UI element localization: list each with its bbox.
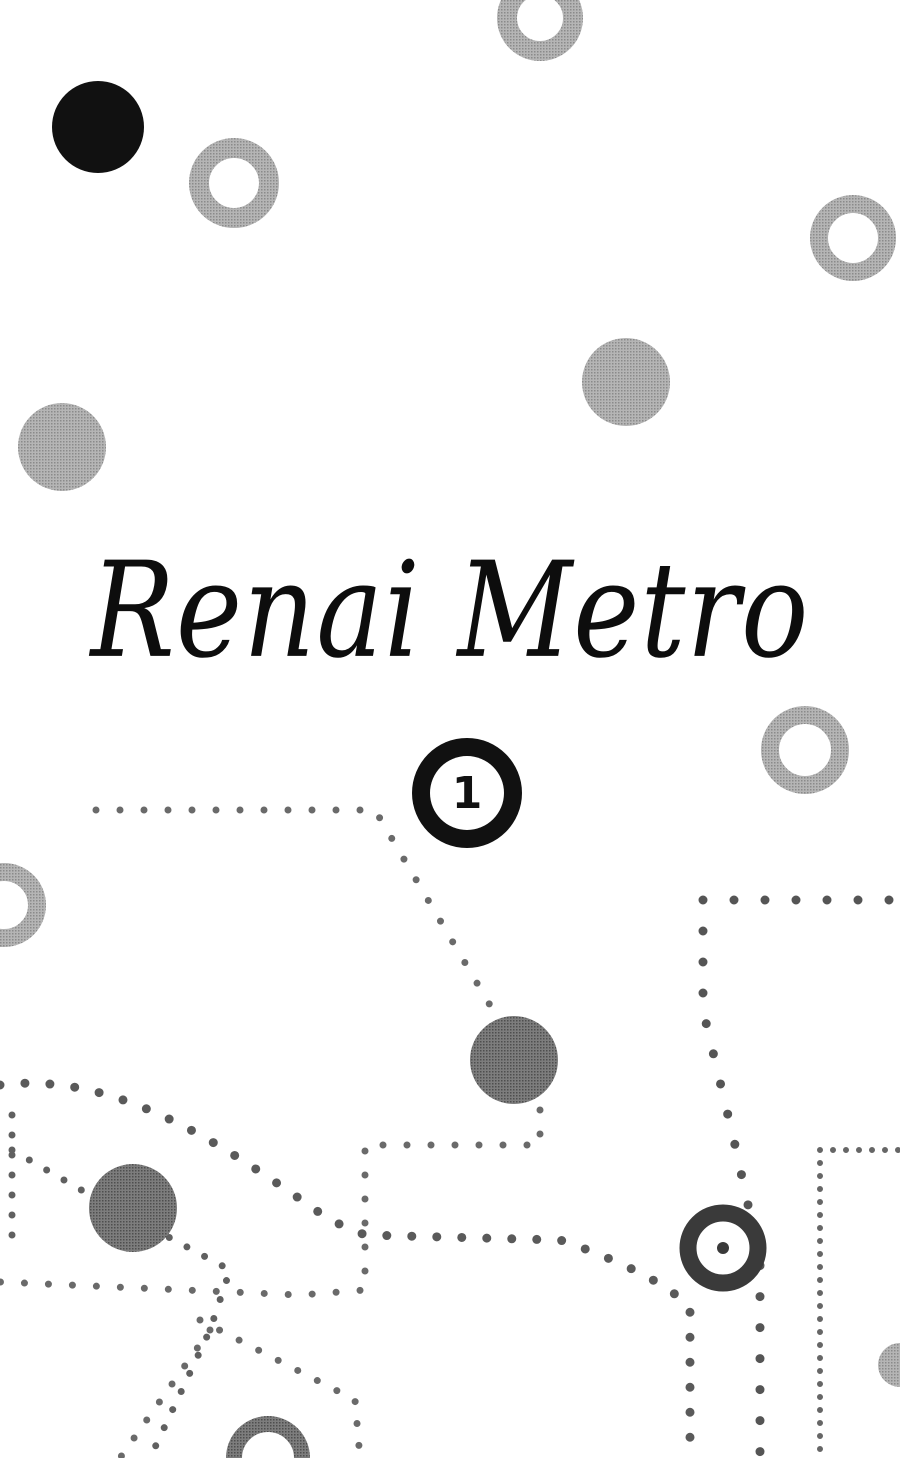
station-ring-center-dot (717, 1242, 729, 1254)
ring-left (189, 138, 279, 228)
gray-dot-left (18, 403, 106, 491)
volume-number: 1 (430, 756, 504, 830)
dotted-line-left-diagonal (8, 1111, 235, 1458)
dotted-line-lower (116, 1316, 364, 1458)
gray-dot-bottom-right-edge (878, 1343, 900, 1387)
dotted-line-curve (0, 1078, 695, 1458)
ring-top-center (497, 0, 583, 61)
ring-right (810, 195, 896, 281)
volume-badge: 1 (412, 738, 522, 848)
station-dot-middle (470, 1016, 558, 1104)
black-dot-top-left (52, 81, 144, 173)
dotted-line-right-frame (698, 895, 900, 1458)
ring-right-middle (761, 706, 849, 794)
book-title: Renai Metro (90, 534, 810, 688)
ring-left-edge (0, 863, 46, 947)
station-dot-left (89, 1164, 177, 1252)
ring-bottom (226, 1416, 310, 1458)
dotted-line-far-right (817, 1147, 900, 1458)
station-ring-right (679, 1204, 767, 1292)
gray-dot-right (582, 338, 670, 426)
dotted-line-upper (0, 806, 544, 1299)
